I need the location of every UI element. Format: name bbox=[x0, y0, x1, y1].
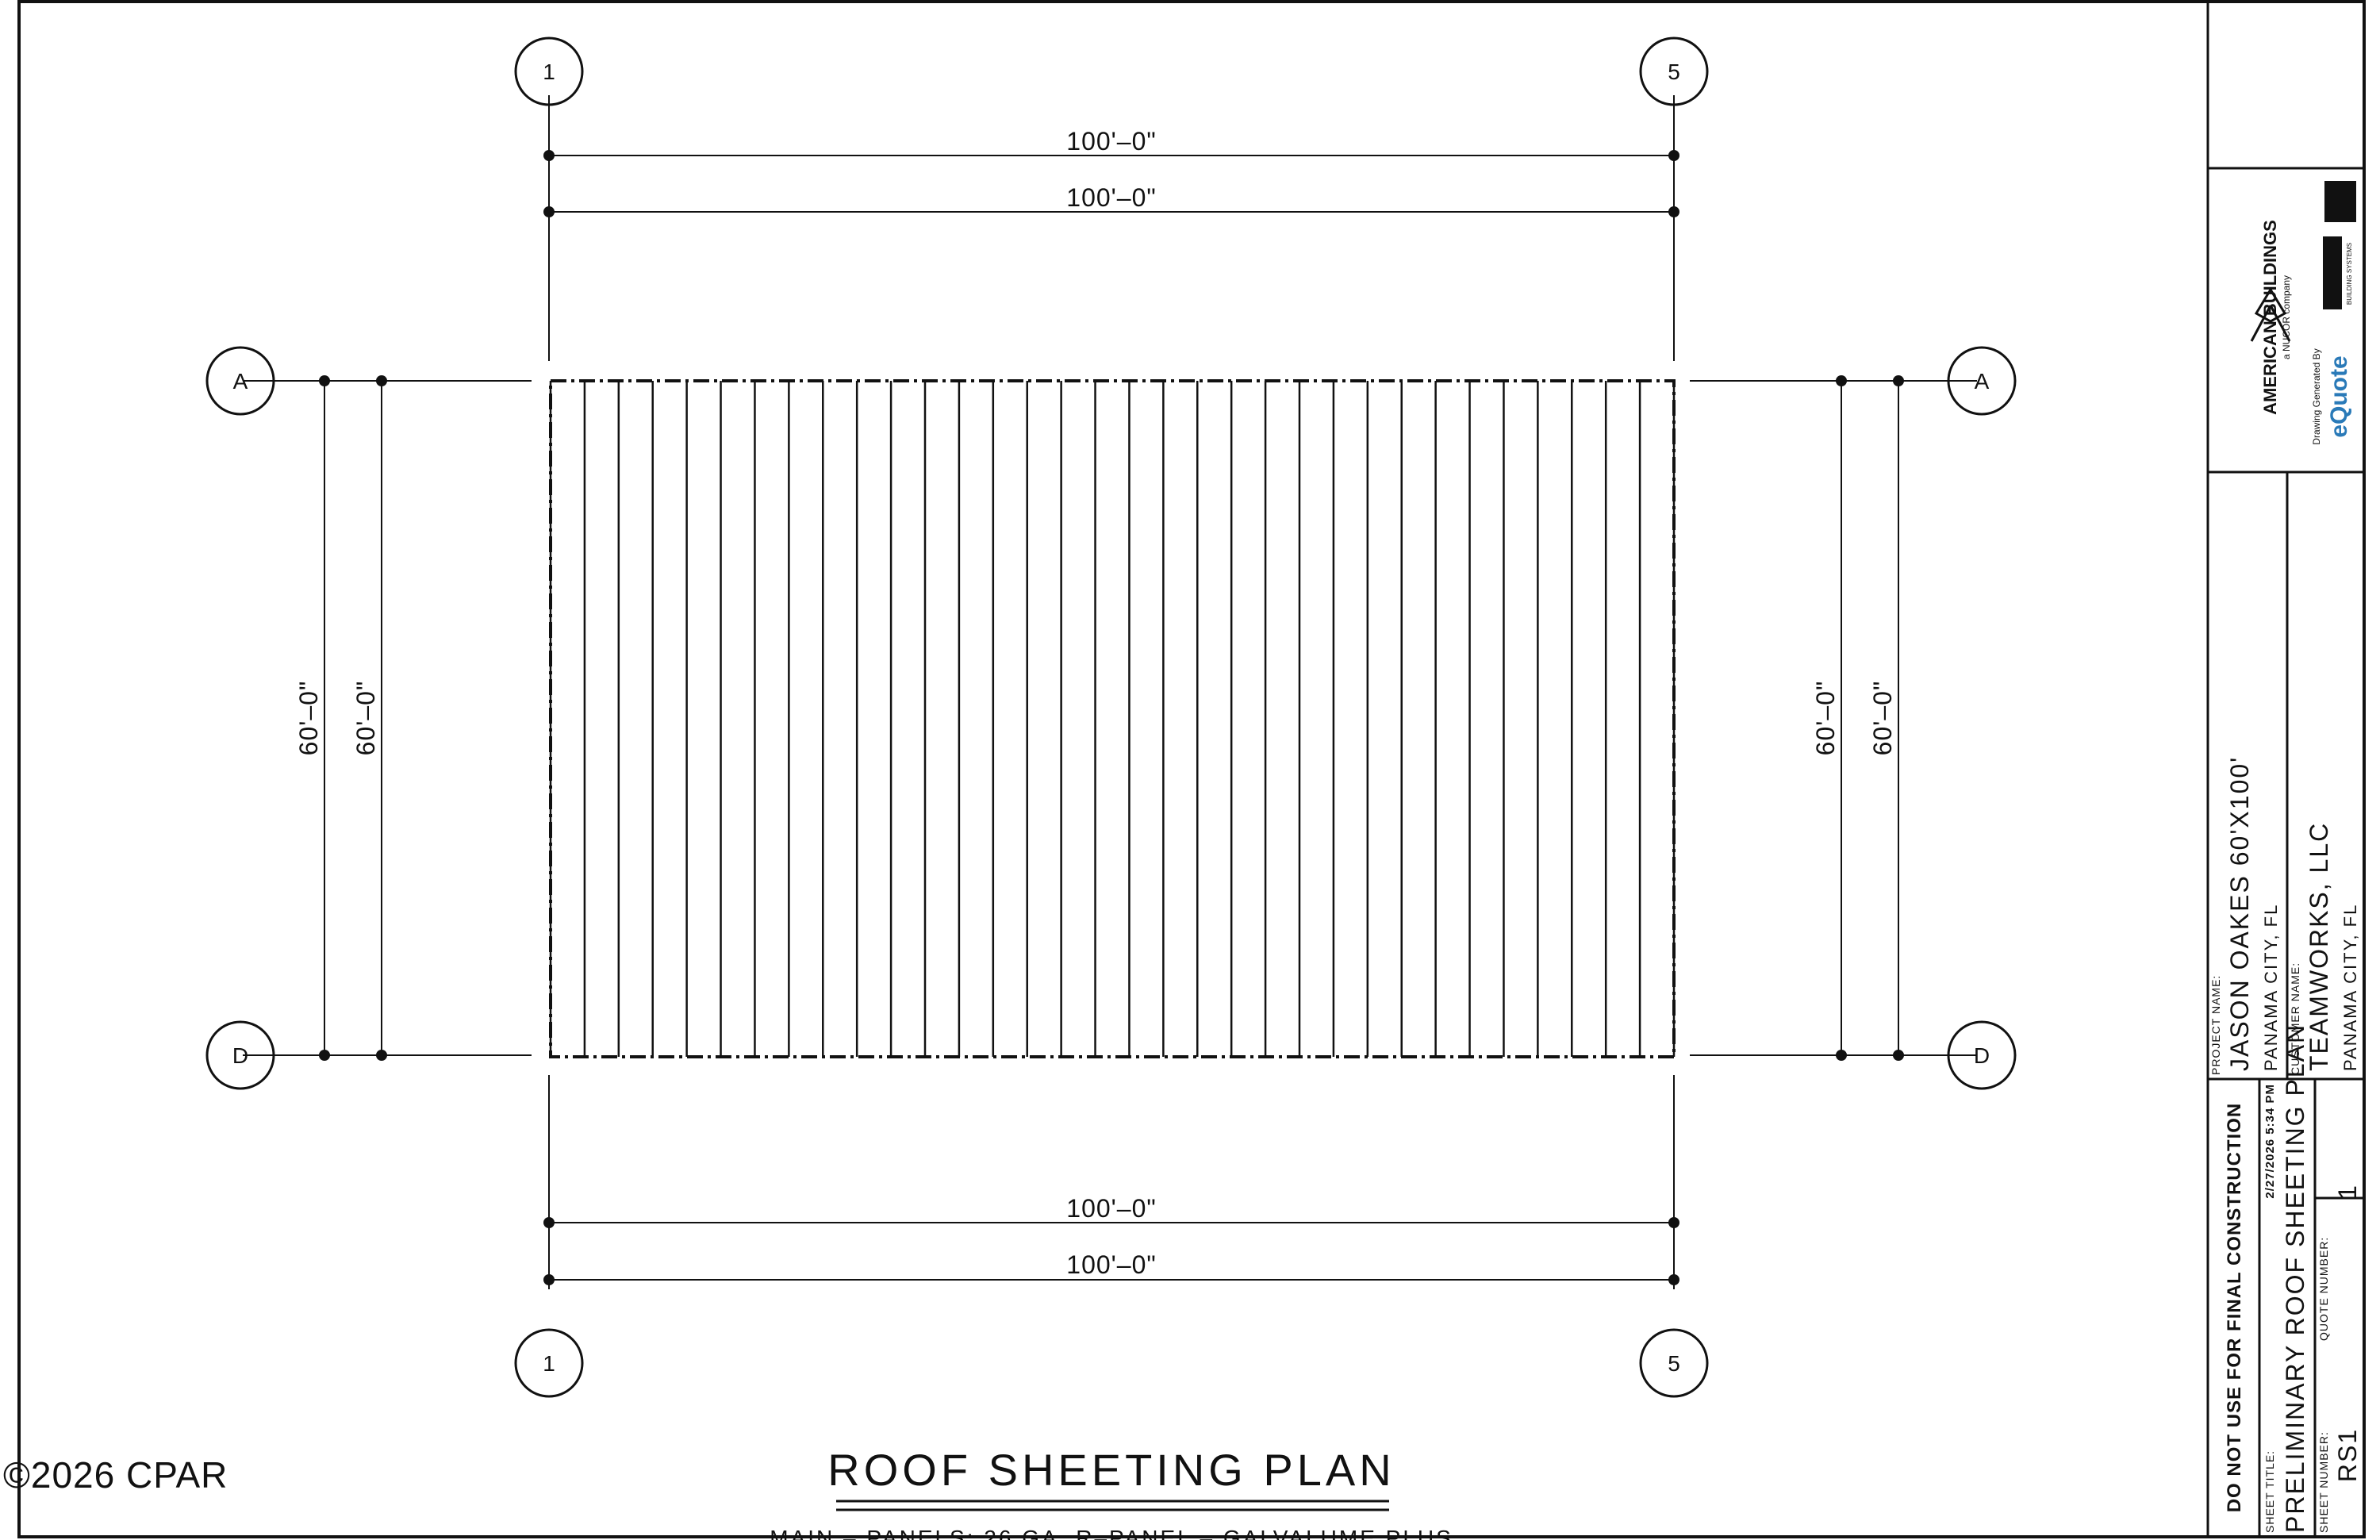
customer-location: PANAMA CITY, FL bbox=[2340, 904, 2360, 1071]
dim-left-outer: 60'–0" bbox=[294, 681, 323, 756]
project-name: JASON OAKES 60'X100' bbox=[2225, 756, 2254, 1071]
logo-company-name: AMERICAN BUILDINGS bbox=[2260, 220, 2280, 415]
sheet-number-label: SHEET NUMBER: bbox=[2317, 1431, 2330, 1533]
sheet-title-label: SHEET TITLE: bbox=[2263, 1450, 2276, 1533]
grid-label-top-right: 5 bbox=[1668, 60, 1680, 84]
dimension-lines bbox=[324, 155, 1899, 1281]
grid-label-bottom-left: 1 bbox=[543, 1351, 555, 1376]
company-logo: AMERICAN BUILDINGS a NUCOR company Drawi… bbox=[2250, 181, 2356, 445]
sheet-title: PRELIMINARY ROOF SHEETING PLAN bbox=[2281, 1023, 2309, 1533]
customer-name: TEAMWORKS, LLC bbox=[2305, 822, 2333, 1071]
building-logo-icon bbox=[2250, 287, 2291, 342]
grid-label-left-top: A bbox=[233, 369, 248, 394]
quote-number-label: QUOTE NUMBER: bbox=[2317, 1237, 2330, 1341]
dim-right-inner: 60'–0" bbox=[1811, 681, 1840, 756]
copyright-watermark: ©2026 CPAR bbox=[3, 1454, 228, 1496]
logo-generated-by: Drawing Generated By bbox=[2311, 348, 2322, 444]
grid-label-bottom-right: 5 bbox=[1668, 1351, 1680, 1376]
project-location: PANAMA CITY, FL bbox=[2261, 904, 2281, 1071]
dimension-dots bbox=[319, 150, 1904, 1285]
drawing-date: 2/27/2026 5:34 PM bbox=[2263, 1084, 2277, 1199]
extension-lines bbox=[243, 95, 1977, 1289]
roof-outline bbox=[549, 379, 1676, 1058]
drawing-area: 100'–0" 100'–0" 100'–0" 100'–0" 60'–0" 6… bbox=[3, 36, 2017, 1540]
project-name-label: PROJECT NAME: bbox=[2209, 975, 2222, 1075]
logo-equote: eQuote bbox=[2326, 355, 2352, 437]
customer-name-label: CUSTOMER NAME: bbox=[2289, 962, 2301, 1075]
grid-label-left-bottom: D bbox=[232, 1043, 248, 1068]
dim-bottom-outer: 100'–0" bbox=[1066, 1250, 1156, 1279]
construction-warning: DO NOT USE FOR FINAL CONSTRUCTION bbox=[2224, 1103, 2245, 1513]
dim-top-inner: 100'–0" bbox=[1066, 183, 1156, 212]
grid-label-right-top: A bbox=[1975, 369, 1990, 394]
dim-right-outer: 60'–0" bbox=[1868, 681, 1897, 756]
quote-number: 1 bbox=[2333, 1184, 2362, 1200]
roof-panel-lines bbox=[549, 381, 1676, 1057]
sheet-number: RS1 bbox=[2333, 1428, 2362, 1482]
grid-label-top-left: 1 bbox=[543, 60, 555, 84]
sheet-border bbox=[17, 0, 2366, 1538]
partner-logo-icon bbox=[2323, 236, 2342, 309]
dim-left-inner: 60'–0" bbox=[351, 681, 380, 756]
logo-company-sub: a NUCOR company bbox=[2281, 275, 2292, 359]
dim-top-outer: 100'–0" bbox=[1066, 127, 1156, 156]
dim-bottom-inner: 100'–0" bbox=[1066, 1194, 1156, 1223]
partner-mark-icon bbox=[2324, 181, 2356, 222]
grid-bubbles bbox=[205, 36, 2017, 1398]
title-block: AMERICAN BUILDINGS a NUCOR company Drawi… bbox=[2206, 2, 2364, 1537]
drawing-title: ROOF SHEETING PLAN bbox=[827, 1445, 1395, 1495]
logo-partner: BUILDING SYSTEMS bbox=[2346, 243, 2353, 305]
grid-label-right-bottom: D bbox=[1974, 1043, 1990, 1068]
drawing-subtitle: MAIN – PANELS: 26 GA. R–PANEL – GALVALUM… bbox=[770, 1526, 1453, 1540]
